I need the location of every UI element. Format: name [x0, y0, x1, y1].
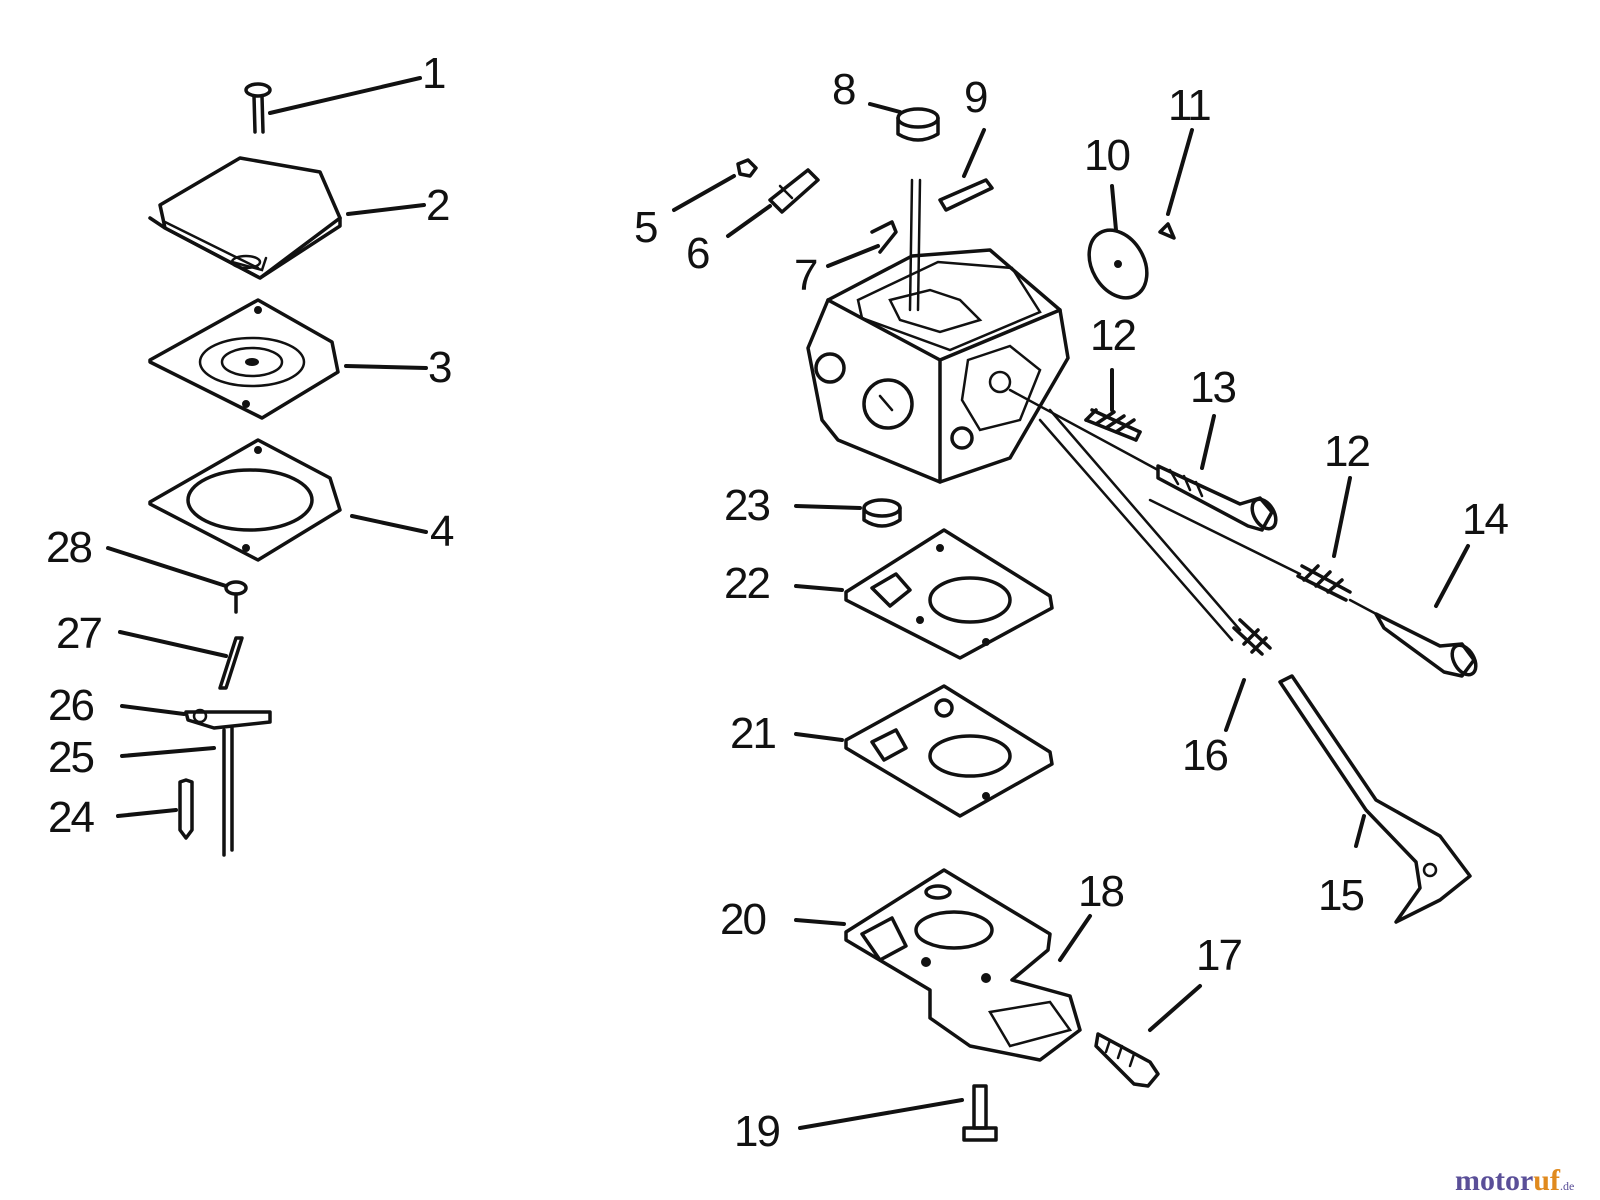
callout-23: 23 — [724, 481, 769, 530]
callout-12-upper: 12 — [1090, 311, 1135, 360]
callout-11: 11 — [1168, 81, 1210, 130]
callout-14: 14 — [1462, 495, 1508, 544]
callout-26: 26 — [48, 681, 93, 730]
part-24-needle — [178, 778, 194, 840]
carburetor-body — [806, 178, 1070, 484]
callout-20: 20 — [720, 895, 765, 944]
callout-7: 7 — [794, 251, 817, 300]
callout-22: 22 — [724, 559, 769, 608]
part-15-lever — [1278, 674, 1472, 924]
part-22-gasket — [844, 528, 1054, 660]
callout-10: 10 — [1084, 131, 1129, 180]
part-11-screw — [1158, 222, 1176, 240]
callout-19: 19 — [734, 1107, 779, 1156]
part-14-needle-screw — [1374, 612, 1478, 678]
callout-16: 16 — [1182, 731, 1227, 780]
callout-3: 3 — [428, 343, 451, 392]
part-9-pin — [938, 178, 994, 212]
part-3-pump-diaphragm — [148, 298, 340, 420]
callout-2: 2 — [426, 181, 449, 230]
part-1-screw — [244, 82, 272, 134]
callout-15: 15 — [1318, 871, 1363, 920]
part-7-clip — [870, 220, 898, 254]
callout-8: 8 — [832, 65, 855, 114]
part-19-screw — [962, 1084, 998, 1142]
callout-6: 6 — [686, 229, 709, 278]
part-28-screw — [224, 580, 248, 614]
callout-18: 18 — [1078, 867, 1123, 916]
part-25-shaft — [222, 726, 234, 857]
callout-4: 4 — [430, 507, 454, 556]
part-6 — [768, 168, 820, 214]
part-23-plug — [862, 498, 902, 528]
part-12-spring-lower — [1296, 564, 1352, 602]
callout-1: 1 — [422, 49, 445, 98]
callout-9: 9 — [964, 73, 987, 122]
leader-lines — [106, 76, 1470, 1130]
part-26-lever — [184, 708, 272, 730]
part-13-adjusting-screw — [1156, 464, 1278, 532]
part-2-pump-cover — [148, 156, 342, 280]
part-17-screw — [1094, 1032, 1160, 1088]
part-5 — [736, 158, 758, 178]
callout-27: 27 — [56, 609, 101, 658]
callout-12-lower: 12 — [1324, 427, 1369, 476]
callout-25: 25 — [48, 733, 93, 782]
callout-labels: 1 2 3 4 5 6 7 8 9 10 11 12 13 12 14 15 1… — [46, 49, 1510, 1156]
callout-24: 24 — [48, 793, 94, 842]
callout-13: 13 — [1190, 363, 1235, 412]
callout-5: 5 — [634, 203, 657, 252]
part-20-metering-cover — [844, 868, 1082, 1062]
callout-17: 17 — [1196, 931, 1241, 980]
watermark-logo: motoruf.de — [1455, 1164, 1574, 1197]
part-10-throttle-plate — [1087, 228, 1149, 300]
part-21-diaphragm — [844, 684, 1054, 818]
part-8-plug — [896, 107, 940, 142]
callout-21: 21 — [730, 709, 775, 758]
part-27-pin — [218, 636, 244, 690]
part-4-gasket — [148, 438, 342, 562]
part-12-spring-upper — [1084, 408, 1142, 442]
part-16-spring — [1232, 618, 1272, 656]
svg-text:motoruf.de: motoruf.de — [1455, 1164, 1574, 1197]
callout-28: 28 — [46, 523, 91, 572]
